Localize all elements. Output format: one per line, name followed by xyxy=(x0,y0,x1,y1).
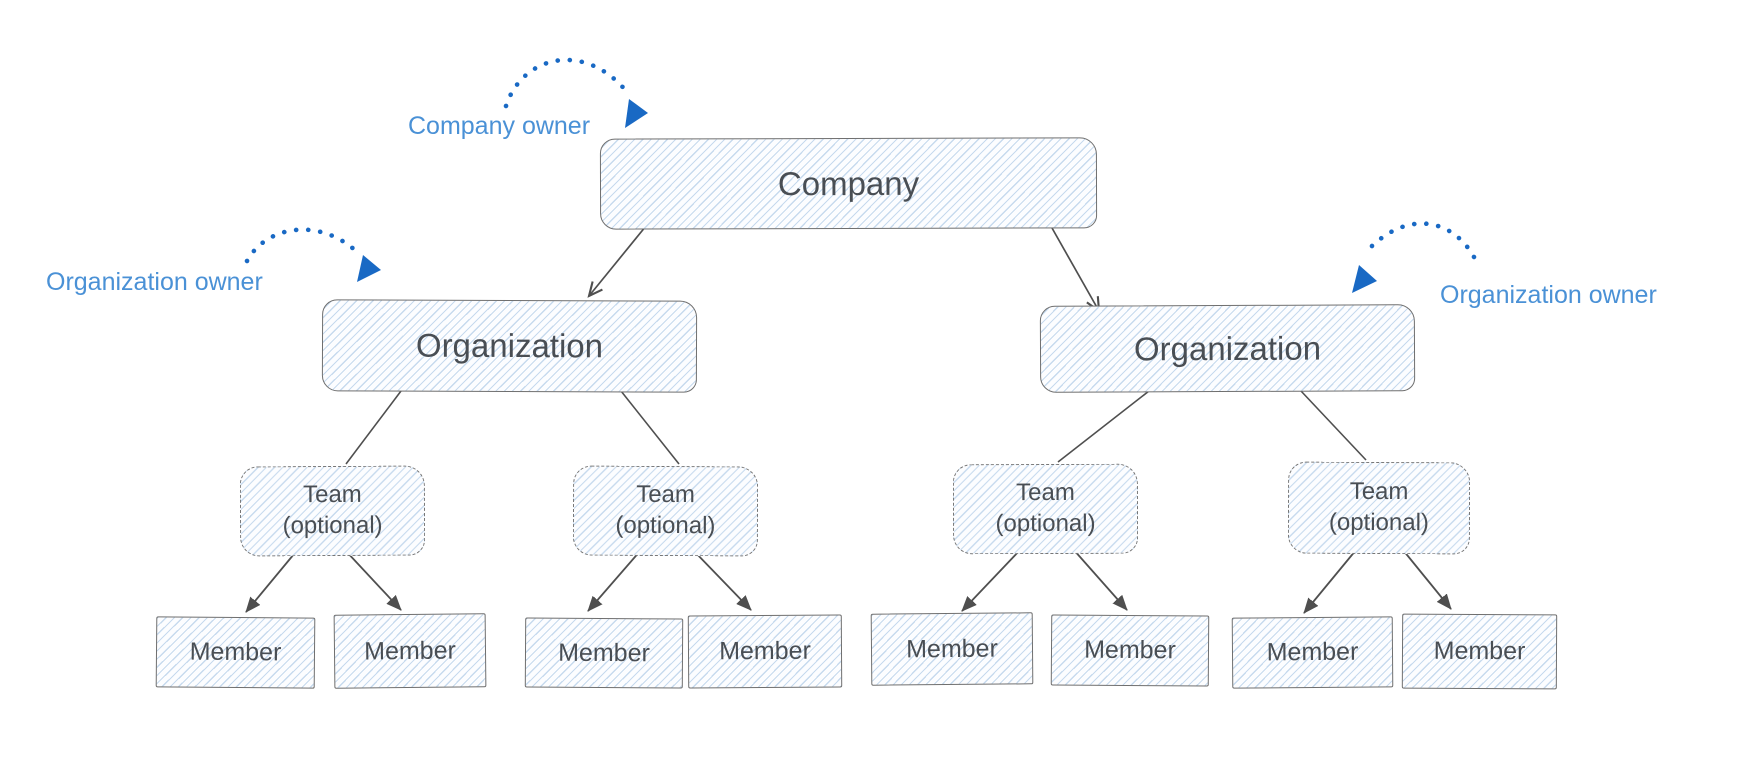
team-node-sublabel: (optional) xyxy=(282,511,383,540)
team-node-sublabel: (optional) xyxy=(995,509,1096,538)
member-node-4: Member xyxy=(687,614,843,689)
company-owner-label: Company owner xyxy=(408,112,591,140)
edge-team4-member7 xyxy=(1303,549,1357,613)
organization-node-right: Organization xyxy=(1039,304,1416,393)
edge-company-org2 xyxy=(1051,227,1099,311)
annotation-arrow-org-owner-right xyxy=(1363,221,1477,260)
member-node-2: Member xyxy=(333,613,487,689)
organization-node-label: Organization xyxy=(415,326,604,365)
member-node-label: Member xyxy=(1433,636,1526,666)
edge-org2-team3 xyxy=(1057,390,1150,463)
member-node-label: Member xyxy=(906,634,998,663)
team-node-4: Team (optional) xyxy=(1287,461,1471,555)
annotation-arrowhead-org-owner-left xyxy=(357,255,381,282)
annotation-arrowhead-company-owner xyxy=(625,99,648,128)
member-node-8: Member xyxy=(1401,613,1558,690)
edge-team3-member5 xyxy=(962,548,1022,611)
organization-owner-label-right: Organization owner xyxy=(1440,281,1657,309)
company-node: Company xyxy=(599,137,1098,230)
team-node-sublabel: (optional) xyxy=(1328,508,1430,537)
team-node-label: Team xyxy=(303,481,362,509)
organization-node-left: Organization xyxy=(321,299,698,393)
edge-team1-member2 xyxy=(344,549,401,610)
annotation-arrowhead-org-owner-right xyxy=(1352,265,1377,293)
member-node-label: Member xyxy=(1266,637,1359,667)
team-node-label: Team xyxy=(636,481,695,509)
member-node-label: Member xyxy=(189,637,282,667)
member-node-label: Member xyxy=(558,638,650,667)
team-node-sublabel: (optional) xyxy=(615,511,716,540)
edge-company-org1 xyxy=(589,225,647,296)
organization-node-label: Organization xyxy=(1133,329,1322,367)
member-node-3: Member xyxy=(524,617,684,689)
team-node-label: Team xyxy=(1016,479,1075,507)
annotation-arrow-company-owner xyxy=(503,57,630,109)
edge-team2-member3 xyxy=(587,549,642,611)
edge-org2-team4 xyxy=(1300,390,1367,461)
team-node-1: Team (optional) xyxy=(239,465,426,557)
edge-team4-member8 xyxy=(1402,549,1452,609)
member-node-label: Member xyxy=(364,636,456,665)
member-node-label: Member xyxy=(719,636,811,666)
edge-org1-team2 xyxy=(620,390,680,465)
edge-team1-member1 xyxy=(245,547,300,612)
edge-team3-member6 xyxy=(1072,548,1128,610)
team-node-3: Team (optional) xyxy=(952,463,1139,555)
member-node-label: Member xyxy=(1084,635,1176,665)
edge-team2-member4 xyxy=(692,549,751,610)
member-node-6: Member xyxy=(1050,614,1210,687)
member-node-7: Member xyxy=(1231,616,1394,689)
organization-owner-label-left: Organization owner xyxy=(46,268,263,296)
annotation-arrow-org-owner-left xyxy=(244,227,359,264)
team-node-label: Team xyxy=(1349,478,1409,506)
member-node-5: Member xyxy=(870,612,1034,686)
team-node-2: Team (optional) xyxy=(572,465,759,557)
edge-org1-team1 xyxy=(345,390,402,465)
company-node-label: Company xyxy=(777,164,920,202)
member-node-1: Member xyxy=(155,616,316,689)
